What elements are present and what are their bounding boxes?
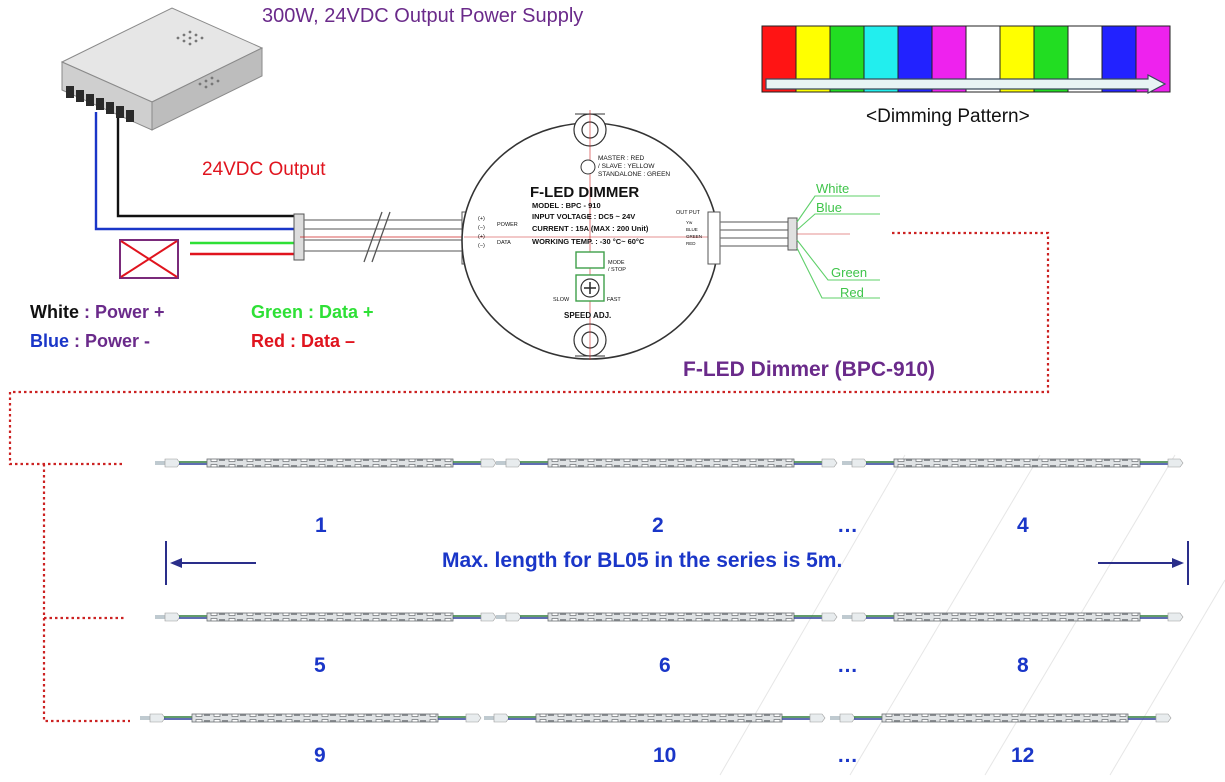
strip-number-5: 5: [314, 654, 326, 677]
wire-label-green: Green: [831, 265, 867, 280]
dimmer-caption: F-LED Dimmer (BPC-910): [683, 358, 936, 381]
data-connection-dotted-line: [8, 231, 1050, 723]
legend-green-color: Green: [251, 302, 304, 322]
no-data-box-icon: [119, 239, 179, 279]
mode-led-legend-2: / SLAVE : YELLOW: [598, 163, 655, 170]
max-length-note: Max. length for BL05 in the series is 5m…: [442, 549, 843, 572]
legend-red-color: Red: [251, 331, 286, 351]
power-supply-title: 300W, 24VDC Output Power Supply: [262, 5, 584, 27]
dimmer-input-cable: [293, 211, 475, 265]
led-strip-1: [154, 458, 497, 468]
speed-fast-label: FAST: [607, 297, 621, 303]
legend-white-color: White: [30, 302, 79, 322]
led-strip-8: [841, 612, 1184, 622]
strip-number-12: 12: [1011, 744, 1035, 767]
dimmer-data-in-label: DATA: [497, 240, 511, 246]
dimming-pattern-caption: <Dimming Pattern>: [866, 106, 1030, 127]
legend-red: Red : Data –: [251, 332, 355, 350]
strip-number-1: 1: [315, 514, 327, 537]
strip-ellipsis-row2: …: [837, 654, 858, 677]
led-strip-4: [841, 458, 1184, 468]
led-strip-10: [483, 713, 826, 723]
legend-blue: Blue : Power -: [30, 332, 150, 350]
strip-ellipsis-row3: …: [837, 744, 858, 767]
legend-white-func: Power +: [95, 302, 165, 322]
legend-blue-color: Blue: [30, 331, 70, 351]
speed-adj-label: SPEED ADJ.: [564, 311, 611, 320]
input-wires: [94, 112, 298, 256]
dimmer-in-plus-1: (+): [478, 216, 485, 222]
strip-number-8: 8: [1017, 654, 1029, 677]
max-length-dimension: [165, 541, 1189, 585]
dimmer-power-in-label: POWER: [497, 222, 518, 228]
dimming-pattern-arrow-icon: [765, 74, 1167, 94]
dimmer-in-minus-2: (−): [478, 243, 485, 249]
strip-number-2: 2: [652, 514, 664, 537]
dimmer-out-1: Yw: [686, 220, 693, 225]
led-strip-5: [154, 612, 497, 622]
legend-blue-func: Power -: [85, 331, 151, 351]
strip-number-10: 10: [653, 744, 677, 767]
dimmer-output-label: OUT PUT: [676, 210, 701, 216]
wire-label-white: White: [816, 181, 849, 196]
dimmer-out-4: RED: [686, 241, 696, 246]
led-strip-2: [495, 458, 838, 468]
legend-white-sep: :: [79, 302, 95, 322]
f-led-dimmer-device: MASTER : RED / SLAVE : YELLOW STANDALONE…: [461, 110, 719, 360]
dimmer-model: MODEL : BPC - 910: [532, 201, 601, 210]
legend-red-sep: :: [285, 331, 302, 351]
dimmer-working-temp: WORKING TEMP. : -30 °C~ 60°C: [532, 237, 645, 246]
legend-white: White : Power +: [30, 303, 165, 321]
dimmer-in-plus-2: (+): [478, 234, 485, 240]
strip-number-4: 4: [1017, 514, 1029, 537]
legend-red-func: Data –: [301, 331, 356, 351]
speed-slow-label: SLOW: [553, 297, 570, 303]
wire-label-red: Red: [840, 285, 864, 300]
dimmer-current: CURRENT : 15A (MAX : 200 Unit): [532, 224, 649, 233]
legend-green: Green : Data +: [251, 303, 374, 321]
strip-ellipsis-row1: …: [837, 514, 858, 537]
mode-stop-label-2: / STOP: [608, 267, 626, 273]
legend-green-sep: :: [303, 302, 320, 322]
legend-green-func: Data +: [319, 302, 374, 322]
dimmer-out-2: BLUE: [686, 227, 698, 232]
led-strip-row-2: [154, 612, 1184, 622]
power-supply-unit: [60, 7, 264, 131]
strip-number-9: 9: [314, 744, 326, 767]
dimmer-input-voltage: INPUT VOLTAGE : DC5 ~ 24V: [532, 212, 635, 221]
led-strip-12: [829, 713, 1172, 723]
wire-label-blue: Blue: [816, 200, 842, 215]
strip-number-6: 6: [659, 654, 671, 677]
dimmer-title: F-LED DIMMER: [530, 184, 639, 201]
mode-stop-label-1: MODE: [608, 260, 625, 266]
legend-blue-sep: :: [69, 331, 86, 351]
mode-led-legend-3: STANDALONE : GREEN: [598, 171, 670, 178]
led-strip-6: [495, 612, 838, 622]
mode-led-legend-1: MASTER : RED: [598, 155, 645, 162]
led-strip-row-3: [139, 713, 1172, 723]
led-strip-9: [139, 713, 482, 723]
output-voltage-label: 24VDC Output: [202, 159, 326, 180]
led-strip-row-1: [154, 458, 1184, 468]
dimmer-in-minus-1: (−): [478, 225, 485, 231]
dimmer-out-3: GREEN: [686, 234, 702, 239]
dimmer-output-cable: White Blue Green Red: [707, 181, 880, 300]
